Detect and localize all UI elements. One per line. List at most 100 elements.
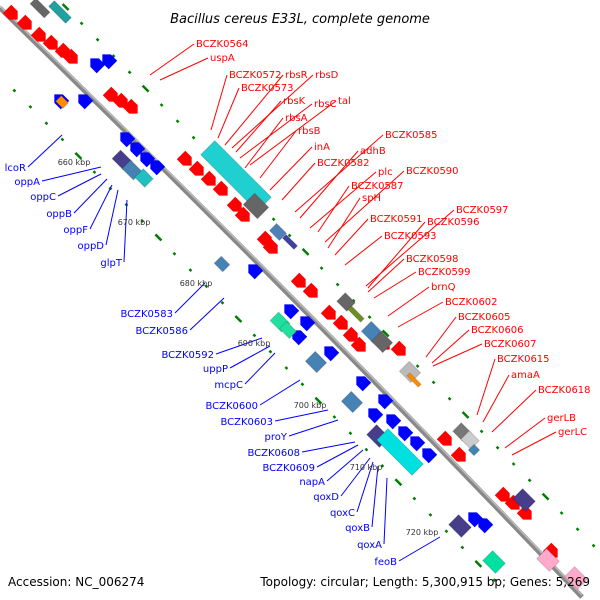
gene-label-reverse[interactable]: oppF [63, 225, 88, 236]
gene-label-forward[interactable]: rbsA [285, 113, 308, 124]
forward-gene-arrow[interactable] [16, 14, 36, 34]
gene-label-forward[interactable]: rbsC [314, 99, 337, 110]
forward-gene-arrow[interactable] [256, 230, 276, 250]
gene-label-forward[interactable]: BCZK0564 [196, 39, 249, 50]
gene-label-forward[interactable]: BCZK0597 [456, 205, 509, 216]
gene-label-reverse[interactable]: glpT [100, 258, 122, 269]
gene-block[interactable] [447, 513, 473, 539]
gene-block[interactable] [304, 350, 328, 374]
forward-gene-arrow[interactable] [342, 326, 362, 346]
forward-gene-arrow[interactable] [62, 48, 82, 68]
gene-label-reverse[interactable]: feoB [374, 557, 397, 568]
gene-label-forward[interactable]: BCZK0615 [497, 354, 550, 365]
reverse-gene-arrow[interactable] [364, 404, 384, 424]
gene-label-forward[interactable]: BCZK0606 [471, 325, 524, 336]
gene-label-forward[interactable]: spH [362, 193, 381, 204]
forward-gene-arrow[interactable] [350, 336, 370, 356]
reverse-gene-arrow[interactable] [86, 54, 106, 74]
gene-label-forward[interactable]: BCZK0607 [484, 339, 537, 350]
gene-block[interactable] [47, 0, 73, 25]
gene-label-forward[interactable]: rbsD [315, 70, 339, 81]
reverse-gene-arrow[interactable] [136, 148, 156, 168]
gene-label-reverse[interactable]: BCZK0586 [135, 326, 188, 337]
gene-label-forward[interactable]: rbsK [283, 96, 306, 107]
gene-block[interactable] [398, 360, 422, 384]
reverse-gene-arrow[interactable] [394, 422, 414, 442]
gene-block-cyan[interactable] [375, 427, 425, 477]
gene-label-reverse[interactable]: BCZK0592 [161, 350, 214, 361]
gene-label-forward[interactable]: brnQ [431, 282, 456, 293]
gene-label-forward[interactable]: BCZK0593 [384, 231, 437, 242]
reverse-gene-arrow[interactable] [418, 444, 438, 464]
forward-gene-arrow[interactable] [212, 180, 232, 200]
reverse-gene-arrow[interactable] [352, 372, 372, 392]
gene-label-forward[interactable]: rbsB [298, 126, 321, 137]
gene-label-reverse[interactable]: oppC [30, 192, 56, 203]
gene-block[interactable] [370, 330, 394, 354]
forward-gene-arrow[interactable] [302, 282, 322, 302]
gene-label-forward[interactable]: BCZK0599 [418, 267, 471, 278]
reverse-gene-arrow[interactable] [98, 50, 118, 70]
reverse-gene-arrow[interactable] [374, 390, 394, 410]
gene-label-forward[interactable]: amaA [511, 370, 540, 381]
gene-block[interactable] [29, 0, 51, 19]
gene-label-forward[interactable]: BCZK0598 [406, 254, 459, 265]
gene-label-forward[interactable]: gerLB [547, 413, 576, 424]
forward-gene-arrow[interactable] [200, 170, 220, 190]
forward-gene-arrow[interactable] [390, 340, 410, 360]
gene-block[interactable] [340, 390, 364, 414]
reverse-gene-arrow[interactable] [406, 432, 426, 452]
gene-label-forward[interactable]: inA [314, 142, 330, 153]
forward-gene-arrow[interactable] [436, 430, 456, 450]
gene-label-reverse[interactable]: qoxC [330, 508, 355, 519]
gene-block[interactable] [281, 233, 299, 251]
gene-block[interactable] [406, 372, 422, 388]
forward-gene-arrow[interactable] [30, 26, 50, 46]
gene-label-forward[interactable]: rbsR [285, 70, 308, 81]
gene-label-forward[interactable]: BCZK0572 [229, 70, 282, 81]
gene-label-reverse[interactable]: qoxA [357, 540, 382, 551]
forward-gene-arrow[interactable] [42, 34, 62, 54]
forward-gene-arrow[interactable] [226, 196, 246, 216]
gene-label-forward[interactable]: BCZK0618 [538, 385, 591, 396]
forward-gene-arrow[interactable] [102, 86, 122, 106]
gene-label-forward[interactable]: BCZK0573 [241, 83, 294, 94]
forward-gene-arrow[interactable] [332, 314, 352, 334]
gene-label-forward[interactable]: BCZK0587 [351, 181, 404, 192]
gene-label-reverse[interactable]: BCZK0583 [120, 309, 173, 320]
gene-label-forward[interactable]: BCZK0602 [445, 297, 498, 308]
gene-label-forward[interactable]: BCZK0590 [406, 166, 459, 177]
gene-label-forward[interactable]: BCZK0591 [370, 214, 423, 225]
gene-block[interactable] [278, 320, 298, 340]
gene-label-reverse[interactable]: oppA [14, 177, 40, 188]
gene-label-reverse[interactable]: mcpC [214, 380, 243, 391]
reverse-gene-arrow[interactable] [146, 156, 166, 176]
gene-label-forward[interactable]: BCZK0605 [458, 312, 511, 323]
forward-gene-arrow[interactable] [450, 446, 470, 466]
forward-gene-arrow[interactable] [320, 304, 340, 324]
forward-gene-arrow[interactable] [54, 42, 74, 62]
gene-label-reverse[interactable]: BCZK0603 [220, 417, 273, 428]
forward-gene-arrow[interactable] [112, 92, 132, 112]
gene-block[interactable] [134, 168, 154, 188]
gene-block[interactable] [268, 222, 288, 242]
reverse-gene-arrow[interactable] [296, 312, 316, 332]
gene-label-reverse[interactable]: proY [265, 432, 288, 443]
gene-block[interactable] [467, 443, 481, 457]
gene-block[interactable] [213, 255, 231, 273]
gene-block[interactable] [54, 94, 70, 110]
gene-label-forward[interactable]: plc [378, 167, 393, 178]
reverse-gene-arrow[interactable] [474, 514, 494, 534]
forward-gene-arrow[interactable] [188, 160, 208, 180]
reverse-gene-arrow[interactable] [244, 260, 264, 280]
forward-gene-arrow[interactable] [262, 238, 282, 258]
reverse-gene-arrow[interactable] [288, 326, 308, 346]
gene-block[interactable] [242, 192, 270, 220]
gene-label-forward[interactable]: adhB [360, 146, 386, 157]
gene-label-reverse[interactable]: BCZK0600 [205, 401, 258, 412]
gene-block[interactable] [535, 547, 561, 573]
gene-label-reverse[interactable]: qoxB [345, 523, 370, 534]
reverse-gene-arrow[interactable] [280, 300, 300, 320]
reverse-gene-arrow[interactable] [464, 508, 484, 528]
gene-block[interactable] [460, 430, 480, 450]
